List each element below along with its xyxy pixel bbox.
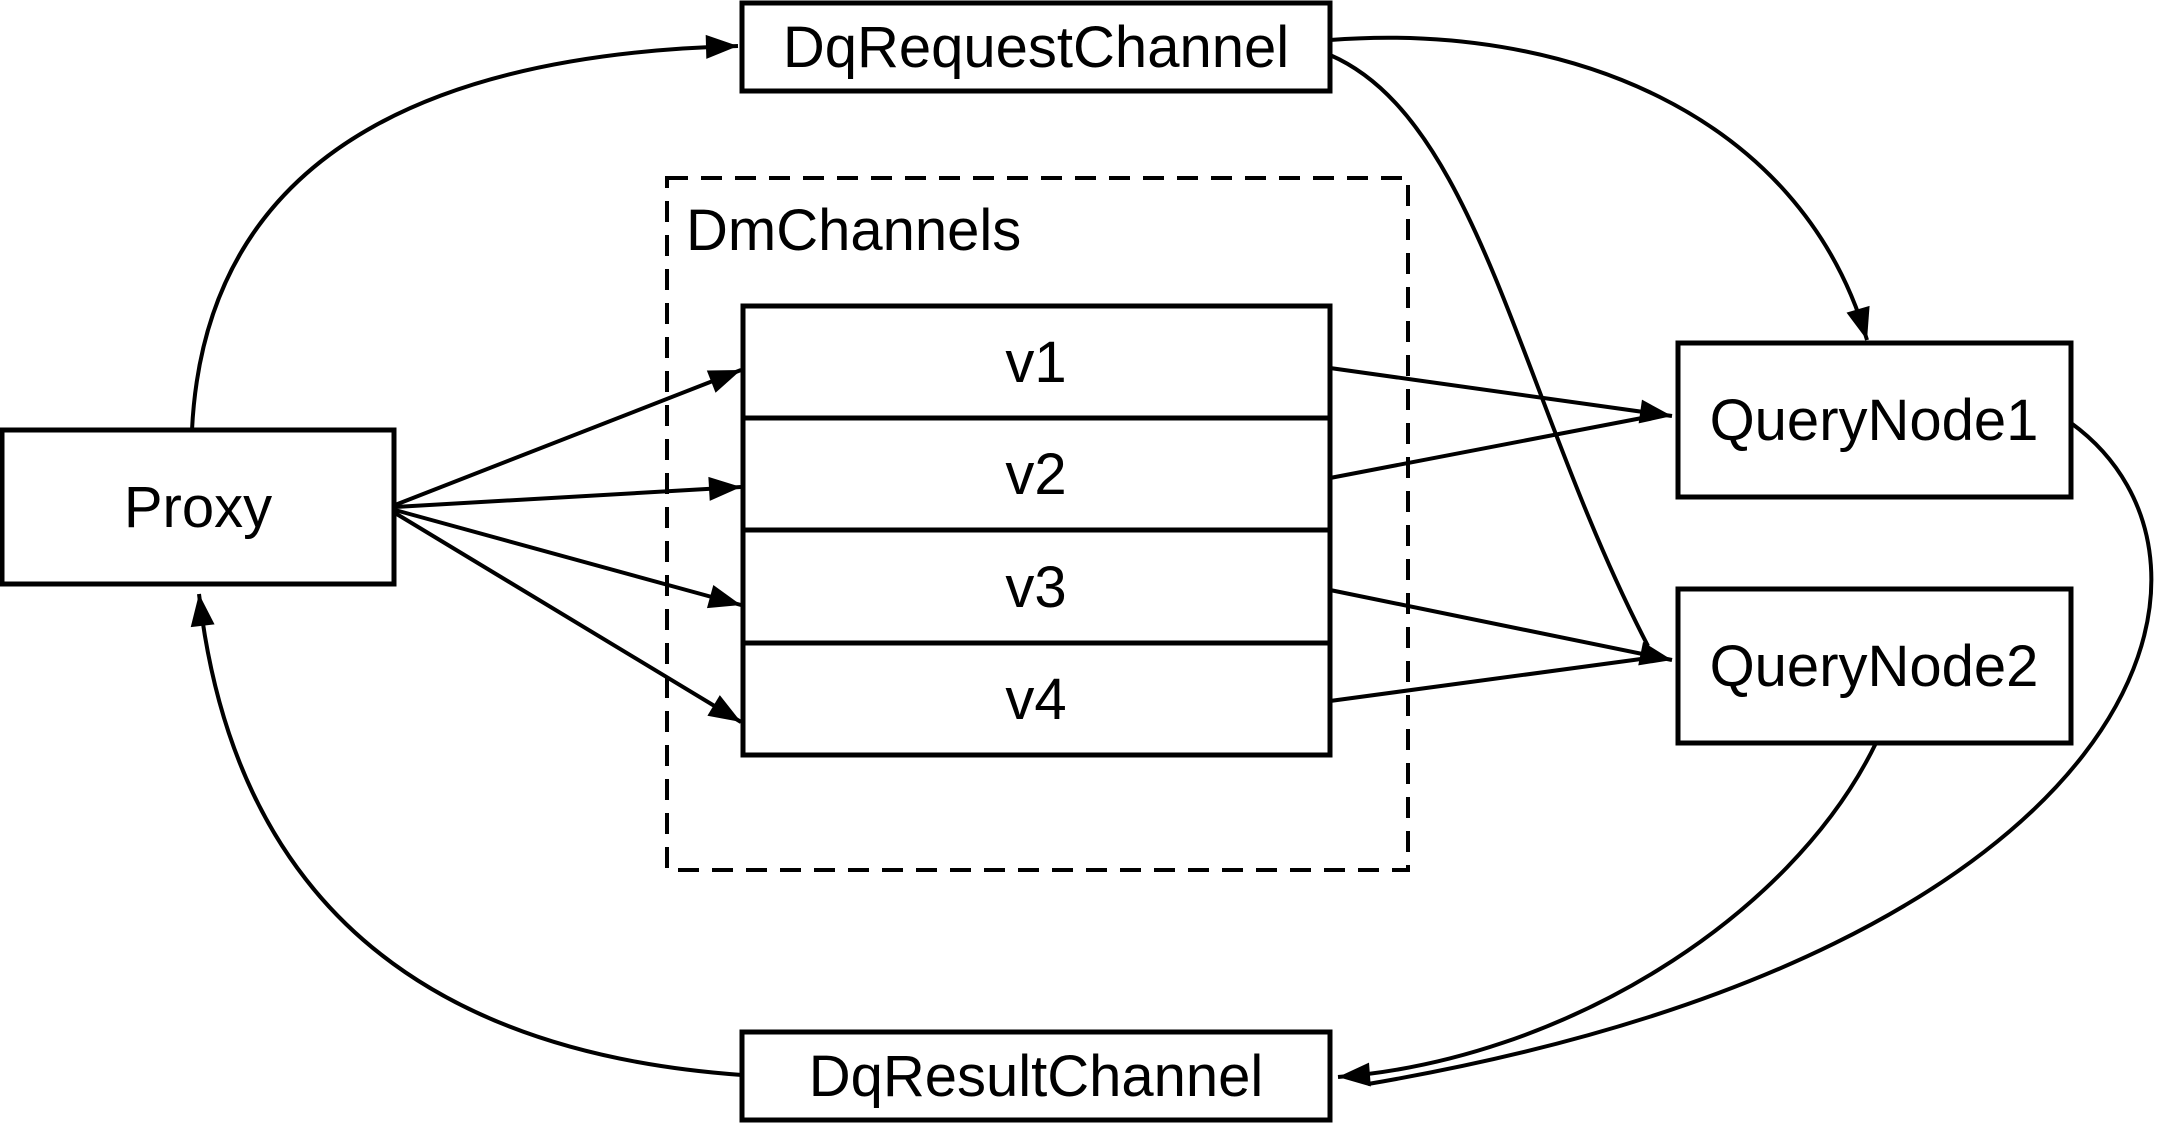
channel-v3-label: v3 bbox=[1005, 555, 1066, 620]
edge-v4-to-querynode2 bbox=[1329, 657, 1642, 703]
edge-proxy-to-v1 bbox=[394, 368, 742, 507]
dq-result-channel-label: DqResultChannel bbox=[809, 1044, 1264, 1109]
dm-channels-label: DmChannels bbox=[686, 198, 1021, 263]
proxy-box bbox=[0, 427, 397, 587]
channel-stack: v1 v2 v3 v4 bbox=[740, 303, 1333, 758]
dq-result-channel-box bbox=[739, 1029, 1333, 1123]
edge-dqrequestchannel-to-querynode2 bbox=[1329, 53, 1650, 647]
edge-proxy-to-dqrequestchannel bbox=[190, 34, 739, 431]
node-dq-request-channel: DqRequestChannel bbox=[739, 0, 1333, 94]
edge-querynode2-to-dqresultchannel bbox=[1337, 742, 1878, 1087]
edge-proxy-to-v4 bbox=[393, 511, 743, 724]
query-node-2-label: QueryNode2 bbox=[1710, 634, 2039, 699]
node-proxy: Proxy bbox=[0, 427, 397, 587]
node-dq-result-channel: DqResultChannel bbox=[739, 1029, 1333, 1123]
edge-proxy-to-v3 bbox=[394, 508, 742, 609]
edges bbox=[190, 34, 2154, 1087]
edge-proxy-to-v2 bbox=[394, 476, 742, 509]
proxy-label: Proxy bbox=[124, 475, 272, 540]
node-query-node-1: QueryNode1 bbox=[1675, 340, 2074, 500]
channel-v2-label: v2 bbox=[1005, 442, 1066, 507]
query-node-1-label: QueryNode1 bbox=[1710, 388, 2039, 453]
edge-dqresultchannel-to-proxy bbox=[190, 593, 743, 1077]
edge-v1-to-querynode1 bbox=[1329, 366, 1673, 424]
node-query-node-2: QueryNode2 bbox=[1675, 586, 2074, 746]
edge-querynode1-to-dqresultchannel bbox=[1367, 421, 2154, 1086]
edge-v3-to-querynode2 bbox=[1329, 588, 1673, 666]
query-node-2-box bbox=[1675, 586, 2074, 746]
dq-request-channel-box bbox=[739, 0, 1333, 94]
edge-dqrequestchannel-to-querynode1 bbox=[1329, 35, 1870, 341]
edge-v2-to-querynode1 bbox=[1329, 416, 1643, 480]
channel-v1-label: v1 bbox=[1005, 330, 1066, 395]
dm-channels-border bbox=[665, 176, 1410, 872]
dm-channels-group: DmChannels v1 v2 v3 v4 bbox=[665, 176, 1410, 872]
channel-v4-label: v4 bbox=[1005, 667, 1066, 732]
query-node-1-box bbox=[1675, 340, 2074, 500]
dq-request-channel-label: DqRequestChannel bbox=[783, 15, 1289, 80]
